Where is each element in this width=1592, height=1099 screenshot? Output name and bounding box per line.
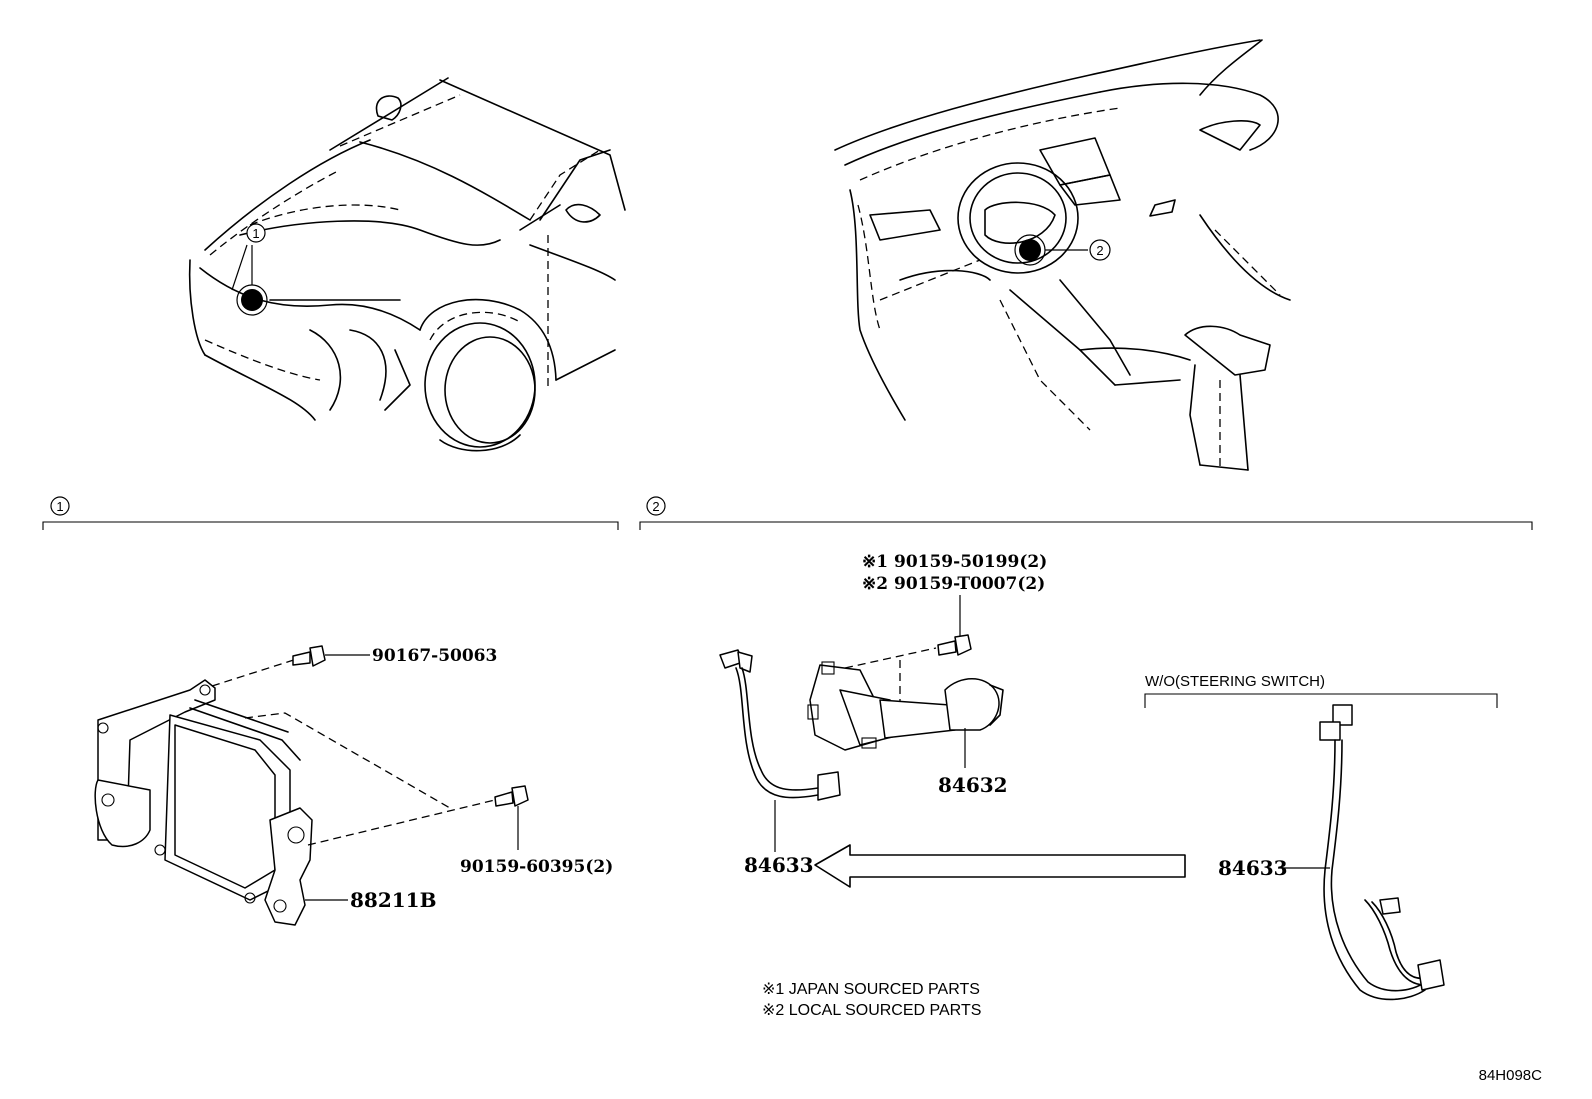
- diagram-code: 84H098C: [1479, 1067, 1543, 1084]
- part-90159-60395: 90159-60395(2): [460, 857, 613, 877]
- bolt-90167-icon: [292, 645, 326, 667]
- car-callout-label: 1: [252, 226, 259, 241]
- section-2-label: 2: [652, 499, 659, 514]
- replacement-arrow-icon: [814, 844, 1186, 888]
- section-1-header: 1: [42, 496, 619, 530]
- dashboard-illustration: 2: [834, 39, 1291, 471]
- part-84633-right: 84633: [1218, 856, 1288, 880]
- section-2-header: 2: [639, 496, 1533, 530]
- screw-icon: [937, 634, 972, 656]
- note-japan: ※1 JAPAN SOURCED PARTS: [762, 981, 980, 998]
- car-front-illustration: 1: [188, 77, 626, 452]
- harness-left: 84633: [719, 649, 1186, 888]
- screw-note-2: ※2 90159-T0007(2): [862, 574, 1045, 594]
- harness-right: W/O(STEERING SWITCH) 84633: [1144, 673, 1498, 1001]
- bolt-90159-icon: [494, 785, 529, 807]
- part-84633-left: 84633: [744, 853, 814, 877]
- note-local: ※2 LOCAL SOURCED PARTS: [762, 1002, 981, 1019]
- screw-note-1: ※1 90159-50199(2): [862, 552, 1047, 572]
- radar-sensor-assembly: 90167-50063 90159-60395(2) 88211B: [94, 645, 613, 926]
- notes: ※1 JAPAN SOURCED PARTS ※2 LOCAL SOURCED …: [762, 981, 981, 1019]
- part-90167-50063: 90167-50063: [372, 646, 497, 666]
- dash-callout-label: 2: [1096, 243, 1103, 258]
- section-1-label: 1: [56, 499, 63, 514]
- switch-assembly: ※1 90159-50199(2) ※2 90159-T0007(2) 8463…: [807, 552, 1047, 797]
- part-84632: 84632: [938, 773, 1008, 797]
- part-88211B: 88211B: [350, 888, 436, 912]
- variant-label: W/O(STEERING SWITCH): [1145, 673, 1325, 690]
